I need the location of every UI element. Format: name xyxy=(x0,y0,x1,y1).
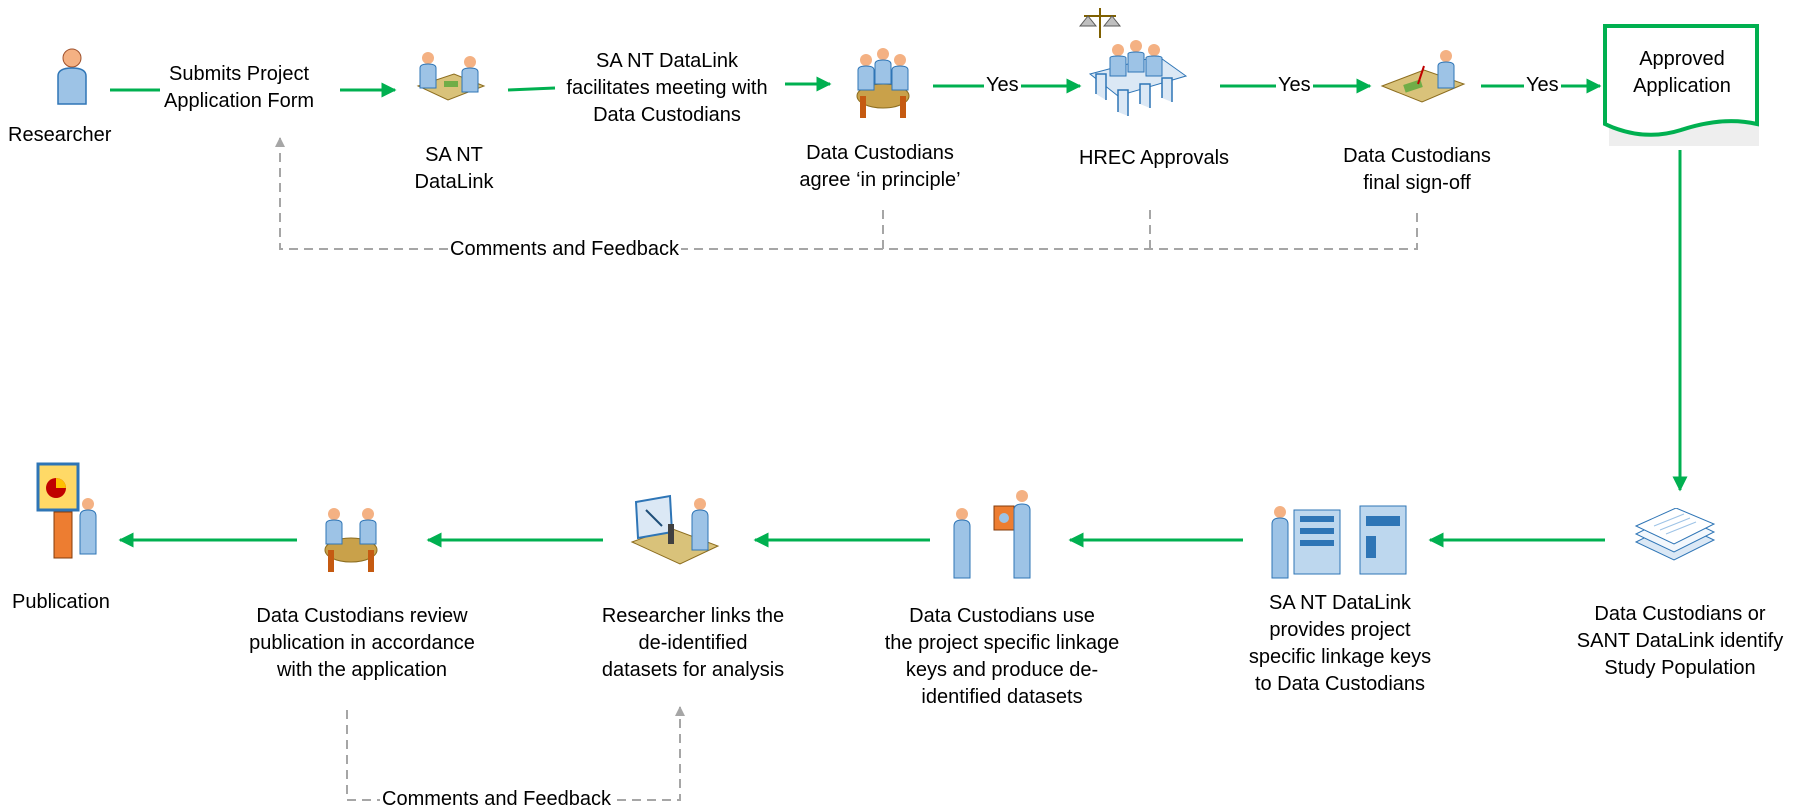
node-publication: Publication xyxy=(12,591,110,613)
signing-icon xyxy=(1380,50,1466,103)
paper-stack-icon xyxy=(1634,508,1716,561)
meeting-desk-icon xyxy=(416,52,486,101)
node-datalink: SA NT DataLink xyxy=(414,144,494,193)
feedback-label-bottom: Comments and Feedback xyxy=(380,786,614,809)
arrow-datalink-meeting xyxy=(507,86,556,92)
node-meeting: SA NT DataLink facilitates meeting with … xyxy=(566,50,768,126)
package-handover-icon xyxy=(953,490,1031,579)
presentation-board-icon xyxy=(36,462,97,559)
node-identify: Data Custodians or SANT DataLink identif… xyxy=(1576,603,1784,679)
document-icon xyxy=(1603,24,1759,146)
node-researcher: Researcher xyxy=(8,124,112,146)
committee-scales-icon xyxy=(1078,8,1188,116)
feedback-top-line xyxy=(275,137,1418,250)
node-signoff: Data Custodians final sign-off xyxy=(1343,145,1491,194)
node-review: Data Custodians review publication in ac… xyxy=(249,605,475,681)
edge-label-yes: Yes xyxy=(984,72,1021,99)
node-approved: Approved Application xyxy=(1633,48,1731,97)
person-icon xyxy=(57,48,87,105)
microscope-analysis-icon xyxy=(630,494,720,565)
feedback-label-top: Comments and Feedback xyxy=(448,236,682,263)
round-table-icon xyxy=(856,48,910,118)
server-rack-icon xyxy=(1271,505,1407,579)
node-links: Researcher links the de-identified datas… xyxy=(601,605,785,681)
node-hrec: HREC Approvals xyxy=(1078,147,1230,169)
node-provides: SA NT DataLink provides project specific… xyxy=(1248,592,1432,695)
round-table-icon xyxy=(324,508,378,572)
node-submits: Submits Project Application Form xyxy=(164,63,315,112)
edge-label-yes: Yes xyxy=(1524,72,1561,99)
edge-label-yes: Yes xyxy=(1276,72,1313,99)
node-produce: Data Custodians use the project specific… xyxy=(884,605,1120,708)
node-agree: Data Custodians agree ‘in principle’ xyxy=(799,142,961,191)
